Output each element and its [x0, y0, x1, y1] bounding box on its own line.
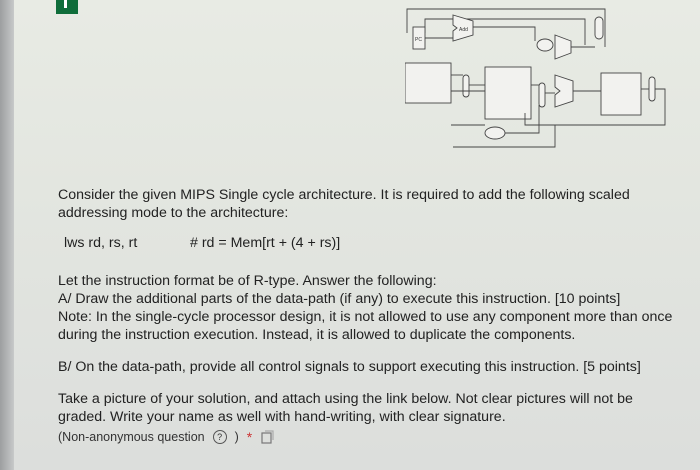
required-mark: * — [246, 429, 253, 445]
close-paren: ) — [234, 430, 239, 444]
corner-tab — [56, 0, 78, 14]
help-circle-icon[interactable]: ? — [212, 430, 227, 444]
instruction-syntax: lws rd, rs, rt — [64, 235, 138, 251]
submission-instructions: Take a picture of your solution, and att… — [58, 391, 633, 425]
mips-datapath-diagram: PC Add — [405, 8, 666, 148]
instruction-comment: # rd = Mem[rt + (4 + rs)] — [190, 235, 341, 251]
add-label: Add — [459, 27, 468, 33]
instruction-line: lws rd, rs, rt # rd = Mem[rt + (4 + rs)] — [58, 234, 678, 252]
page-edge — [0, 0, 14, 470]
part-a: A/ Draw the additional parts of the data… — [58, 291, 621, 307]
format-line: Let the instruction format be of R-type.… — [58, 273, 437, 289]
note: Note: In the single-cycle processor desi… — [58, 309, 673, 343]
pc-label: PC — [415, 37, 422, 43]
question-intro: Consider the given MIPS Single cycle arc… — [58, 187, 630, 221]
part-b: B/ On the data-path, provide all control… — [58, 359, 641, 375]
non-anonymous-label: (Non-anonymous question — [58, 430, 205, 444]
question-meta: (Non-anonymous question ? ) * — [58, 428, 678, 446]
attachment-icon[interactable] — [260, 429, 276, 445]
question-block: Consider the given MIPS Single cycle arc… — [58, 186, 678, 446]
